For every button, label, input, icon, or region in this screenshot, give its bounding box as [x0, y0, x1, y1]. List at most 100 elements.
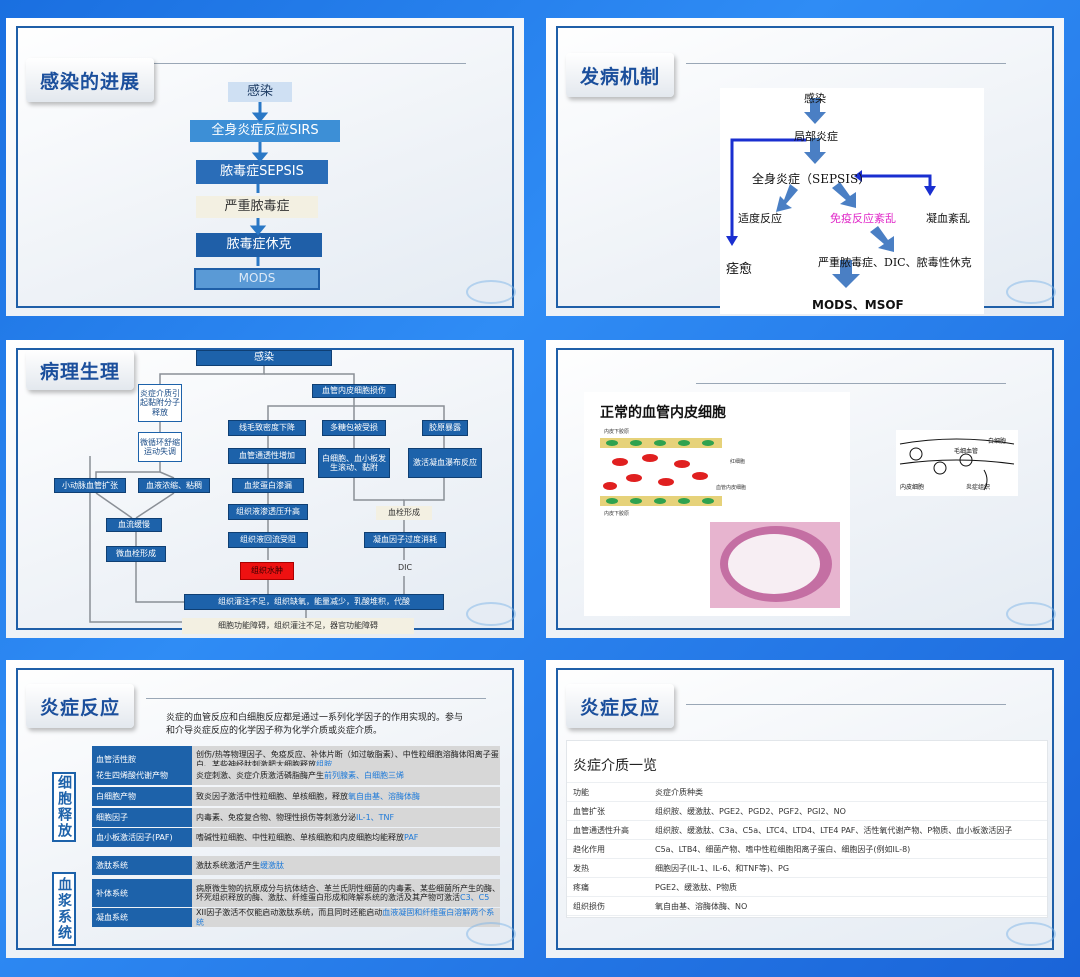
node-coag-cascade: 激活凝血瀑布反应 [408, 448, 482, 478]
node-immune-disorder: 免疫反应紊乱 [830, 212, 896, 225]
mediator-row: 血小板激活因子(PAF) 嗜碱性粒细胞、中性粒细胞、单核细胞和内皮细胞均能释放PA… [92, 828, 500, 847]
node-coagulation-disorder: 凝血紊乱 [926, 212, 970, 225]
slide-inflammation-mediators: 炎症反应 炎症的血管反应和白细胞反应都是通过一系列化学因子的作用实现的。参与和介… [6, 660, 524, 958]
node-collagen: 胶原暴露 [422, 420, 468, 436]
group-cell-release: 细胞释放 [52, 772, 76, 842]
mediator-text: 病原微生物的抗原成分与抗体结合、革兰氏阴性细菌的内毒素、某些细菌所产生的酶、坏死… [196, 883, 500, 902]
mediator-category: 激肽系统 [92, 856, 192, 875]
table-cell-mediators: 细胞因子(IL-1、IL-6、和TNF等)、PG [655, 863, 790, 873]
node-permeability: 血管通透性增加 [228, 448, 306, 464]
node-small-artery: 小动脉血管扩张 [54, 478, 126, 493]
group-plasma-system: 血浆系统 [52, 872, 76, 946]
node-microthrombus: 微血栓形成 [106, 546, 166, 562]
label-endo-cell: 内皮细胞 [900, 484, 925, 491]
flow-step-sepsis: 脓毒症SEPSIS [196, 160, 328, 184]
table-row: 血管扩张 组织胺、缓激肽、PGE2、PGD2、PGF2、PGI2、NO [567, 802, 1047, 821]
flow-step-mods: MODS [194, 268, 320, 290]
mediator-highlight: 组胺 [316, 759, 332, 769]
mediator-highlight: 缓激肽 [260, 860, 284, 870]
mediator-category: 补体系统 [92, 879, 192, 907]
mediator-description: XII因子激活不仅能启动激肽系统，而且同时还能启动血液凝固和纤维蛋白溶解两个系统 [192, 908, 500, 927]
node-edema: 组织水肿 [240, 562, 294, 580]
node-interstitial-pressure: 组织液渗透压升高 [228, 504, 308, 520]
slide-title: 病理生理 [26, 350, 135, 390]
table-cell-function: 趋化作用 [573, 844, 605, 854]
table-cell-function: 血管通透性升高 [573, 825, 629, 835]
label-collagen-top: 内皮下胶原 [604, 429, 630, 435]
pathogenesis-arrows [726, 98, 936, 288]
table-cell-mediators: 组织胺、缓激肽、PGE2、PGD2、PGF2、PGI2、NO [655, 806, 846, 816]
table-subtitle: 炎症介质一览 [567, 741, 1047, 783]
node-endothelial-injury: 血管内皮细胞损伤 [312, 384, 396, 398]
mediator-category: 凝血系统 [92, 908, 192, 927]
mediator-description: 病原微生物的抗原成分与抗体结合、革兰氏阴性细菌的内毒素、某些细菌所产生的酶、坏死… [192, 879, 500, 907]
node-viscous: 血液浓缩、粘稠 [138, 478, 210, 493]
node-hypoperfusion: 组织灌注不足，组织缺氧，能量减少，乳酸堆积，代酸 [184, 594, 444, 610]
node-adaptive-response: 适度反应 [738, 212, 782, 225]
label-rbc: 红细胞 [730, 459, 746, 465]
table-cell-mediators: C5a、LTB4、细菌产物、嗜中性粒细胞阳离子蛋白、细胞因子(例如IL-8) [655, 844, 911, 854]
table-cell-function: 疼痛 [573, 882, 589, 892]
node-dic: DIC [397, 563, 413, 573]
slide-title: 炎症反应 [26, 684, 135, 728]
mediator-highlight: 血液凝固和纤维蛋白溶解两个系统 [196, 908, 495, 927]
slide-title: 发病机制 [566, 53, 675, 97]
node-glycocalyx: 多糖包被受损 [322, 420, 386, 436]
mediator-description: 炎症刺激、炎症介质激活磷脂酶产生前列腺素、白细胞三烯 [192, 766, 500, 785]
slide-mediator-overview: 炎症反应 炎症介质一览 功能炎症介质种类血管扩张 组织胺、缓激肽、PGE2、PGD… [546, 660, 1064, 958]
capillary-drawing [899, 438, 1015, 491]
pathogenesis-diagram: 感染 局部炎症 全身炎症（SEPSIS） 适度反应 免疫反应紊乱 凝血紊乱 痊愈… [720, 88, 984, 314]
node-microcirculation: 微循环舒缩运动失调 [138, 432, 182, 462]
mediator-text: 激肽系统激活产生 [196, 860, 260, 870]
mediator-category: 花生四烯酸代谢产物 [92, 766, 192, 785]
label-collagen-bottom: 内皮下胶原 [604, 511, 630, 517]
flow-arrows [249, 102, 269, 266]
label-endothelial: 血管内皮细胞 [716, 485, 747, 491]
mediator-highlight: PAF [404, 832, 419, 842]
mediator-highlight: IL-1、TNF [356, 812, 395, 822]
node-reflux-blocked: 组织液回流受阻 [228, 532, 308, 548]
node-infection: 感染 [804, 92, 826, 105]
slide-title: 炎症反应 [566, 684, 675, 728]
mediator-text: 致炎因子激活中性粒细胞、单核细胞，释放 [196, 791, 348, 801]
slide-infection-progression: 感染的进展 感染 全身炎症反应SIRS 脓毒症SEPSIS 严重脓毒症 脓毒症休… [6, 18, 524, 316]
mediator-text: 嗜碱性粒细胞、中性粒细胞、单核细胞和内皮细胞均能释放 [196, 832, 404, 842]
mediator-text: 炎症刺激、炎症介质激活磷脂酶产生 [196, 770, 324, 780]
table-row: 趋化作用 C5a、LTB4、细菌产物、嗜中性粒细胞阳离子蛋白、细胞因子(例如IL-… [567, 840, 1047, 859]
label-capillary: 毛细血管 [954, 448, 979, 455]
slide-pathophysiology: 病理生理 [6, 340, 524, 638]
table-cell-function: 血管扩张 [573, 806, 605, 816]
table-row: 血管通透性升高组织胺、缓激肽、C3a、C5a、LTC4、LTD4、LTE4 PA… [567, 821, 1047, 840]
node-sirs: 全身炎症（SEPSIS） [752, 172, 871, 186]
mediator-category: 血小板激活因子(PAF) [92, 828, 192, 847]
node-infection: 感染 [196, 350, 332, 366]
mediator-description: 内毒素、免疫复合物、物理性损伤等刺激分泌IL-1、TNF [192, 808, 500, 827]
mediator-text: 内毒素、免疫复合物、物理性损伤等刺激分泌 [196, 812, 356, 822]
slide-endothelial-cell: 正常的血管内皮细胞 内皮下胶原 红细胞 血管内皮细胞 内皮下胶原 毛细血管 白细… [546, 340, 1064, 638]
endothelial-panel: 正常的血管内皮细胞 内皮下胶原 红细胞 血管内皮细胞 内皮下胶原 [584, 392, 850, 616]
mediator-category: 白细胞产物 [92, 787, 192, 806]
mediator-row: 补体系统病原微生物的抗原成分与抗体结合、革兰氏阴性细菌的内毒素、某些细菌所产生的… [92, 879, 500, 907]
mediator-text: XII因子激活不仅能启动激肽系统，而且同时还能启动 [196, 908, 383, 918]
mediator-row: 激肽系统激肽系统激活产生缓激肽 [92, 856, 500, 875]
flow-step-septic-shock: 脓毒症休克 [196, 233, 322, 257]
table-cell-function: 发热 [573, 863, 589, 873]
flow-step-severe-sepsis: 严重脓毒症 [196, 196, 318, 218]
slide-title: 感染的进展 [26, 58, 155, 102]
table-row: 功能炎症介质种类 [567, 783, 1047, 802]
table-cell-mediators: PGE2、缓激肽、P物质 [655, 882, 737, 892]
pathophysiology-connectors [89, 366, 445, 623]
mediator-row: 花生四烯酸代谢产物炎症刺激、炎症介质激活磷脂酶产生前列腺素、白细胞三烯 [92, 766, 500, 785]
node-mods-msof: MODS、MSOF [812, 298, 904, 312]
table-row: 疼痛 PGE2、缓激肽、P物质 [567, 878, 1047, 897]
label-inflam-tissue: 炎症组织 [966, 484, 991, 491]
mediator-row: 白细胞产物致炎因子激活中性粒细胞、单核细胞，释放氧自由基、溶酶体酶 [92, 787, 500, 806]
node-wbc-adhesion: 白细胞、血小板发生滚动、黏附 [318, 448, 390, 478]
table-cell-mediators: 氧自由基、溶酶体酶、NO [655, 901, 748, 911]
slide-pathogenesis: 发病机制 感染 局部炎症 全身炎症（SEPSIS） 适度反应 [546, 18, 1064, 316]
node-mediators: 炎症介质引起黏附分子释放 [138, 384, 182, 422]
panel-title: 正常的血管内皮细胞 [600, 405, 726, 421]
mediator-category: 细胞因子 [92, 808, 192, 827]
mediator-description: 致炎因子激活中性粒细胞、单核细胞，释放氧自由基、溶酶体酶 [192, 787, 500, 806]
